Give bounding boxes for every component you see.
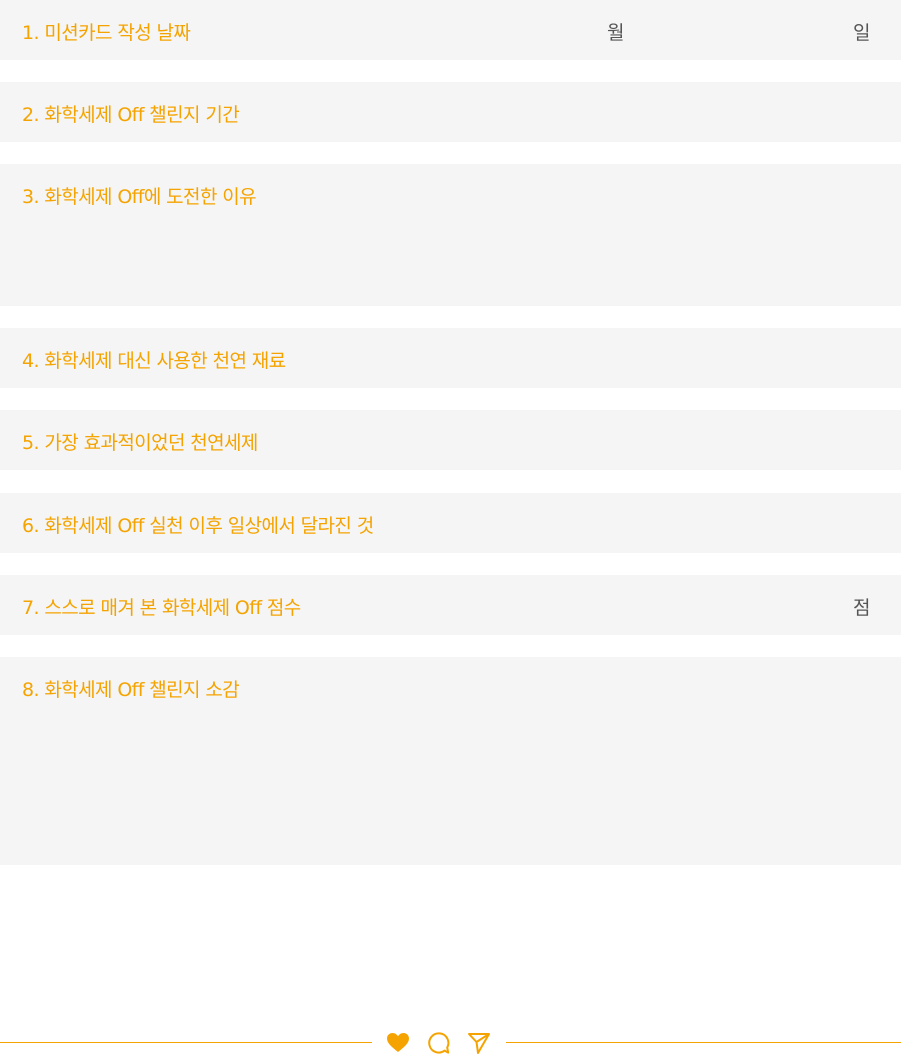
unit-month: 월: [607, 22, 625, 44]
footer-divider-left: [0, 1042, 372, 1043]
unit-day: 일: [853, 22, 871, 44]
question-label: 1. 미션카드 작성 날짜: [22, 22, 191, 44]
question-label: 2. 화학세제 Off 챌린지 기간: [22, 104, 240, 126]
question-label: 8. 화학세제 Off 챌린지 소감: [22, 679, 240, 701]
question-label: 4. 화학세제 대신 사용한 천연 재료: [22, 350, 286, 372]
question-card-most-effective[interactable]: 5. 가장 효과적이었던 천연세제: [0, 410, 901, 470]
heart-icon[interactable]: [385, 1030, 411, 1056]
question-card-period[interactable]: 2. 화학세제 Off 챌린지 기간: [0, 82, 901, 142]
question-card-daily-change[interactable]: 6. 화학세제 Off 실천 이후 일상에서 달라진 것: [0, 493, 901, 553]
unit-points: 점: [853, 597, 871, 619]
question-label: 5. 가장 효과적이었던 천연세제: [22, 432, 258, 454]
question-card-reason[interactable]: 3. 화학세제 Off에 도전한 이유: [0, 164, 901, 306]
comment-icon[interactable]: [425, 1030, 451, 1056]
question-card-score[interactable]: 7. 스스로 매겨 본 화학세제 Off 점수 점: [0, 575, 901, 635]
footer-divider-right: [506, 1042, 901, 1043]
send-icon[interactable]: [466, 1030, 492, 1056]
question-label: 6. 화학세제 Off 실천 이후 일상에서 달라진 것: [22, 515, 374, 537]
question-label: 3. 화학세제 Off에 도전한 이유: [22, 186, 257, 208]
footer-actions: [385, 1030, 495, 1056]
question-label: 7. 스스로 매겨 본 화학세제 Off 점수: [22, 597, 301, 619]
question-card-date[interactable]: 1. 미션카드 작성 날짜 월 일: [0, 0, 901, 60]
question-card-impressions[interactable]: 8. 화학세제 Off 챌린지 소감: [0, 657, 901, 865]
question-card-natural-ingredients[interactable]: 4. 화학세제 대신 사용한 천연 재료: [0, 328, 901, 388]
